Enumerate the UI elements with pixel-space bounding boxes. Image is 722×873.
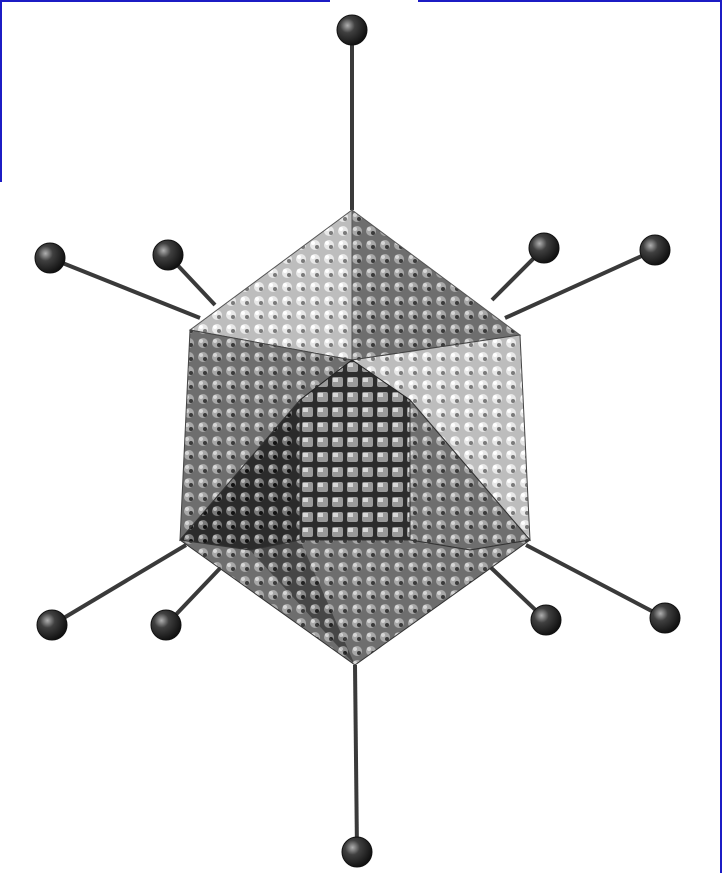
fiber-shaft [355, 665, 357, 852]
capsid-facet-icon [352, 210, 520, 360]
fiber-knob-icon [531, 605, 561, 635]
fiber-knob-icon [151, 610, 181, 640]
fiber-knob-icon [37, 610, 67, 640]
fiber-shaft [505, 250, 655, 318]
fiber-knob-icon [529, 233, 559, 263]
fiber-knob-icon [35, 243, 65, 273]
capsid-facet-icon [180, 540, 530, 665]
fiber-knob-icon [153, 240, 183, 270]
capsid [180, 210, 530, 665]
fiber-knob-icon [650, 603, 680, 633]
fiber-knob-icon [640, 235, 670, 265]
fiber-knob-icon [337, 15, 367, 45]
fiber-knob-icon [342, 837, 372, 867]
